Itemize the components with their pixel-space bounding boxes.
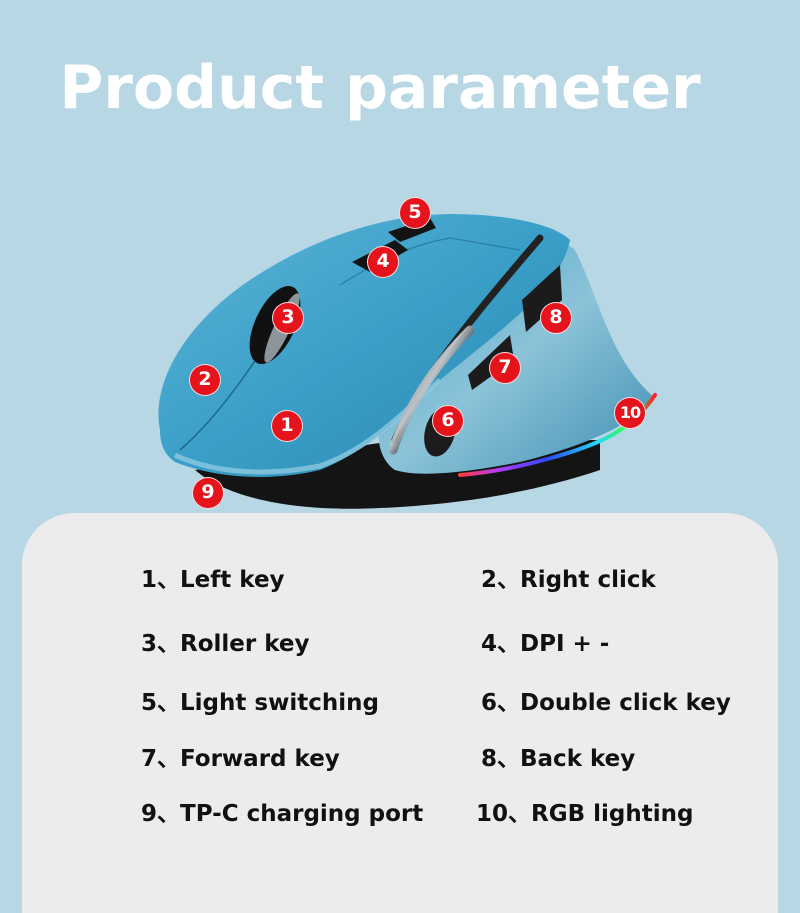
param-rgb-lighting: 10、RGB lighting: [476, 801, 694, 827]
product-image: 1 2 3 4 5 6 7 8 9 10: [158, 197, 657, 509]
param-roller-key: 3、Roller key: [141, 631, 310, 657]
param-back-key: 8、Back key: [481, 746, 636, 772]
badge-7: 7: [489, 352, 521, 384]
param-left-key: 1、Left key: [141, 567, 285, 593]
badge-1: 1: [271, 410, 303, 442]
badge-2: 2: [189, 364, 221, 396]
badge-9: 9: [192, 477, 224, 509]
mouse-illustration: [158, 214, 657, 509]
param-forward-key: 7、Forward key: [141, 746, 340, 772]
badge-5: 5: [399, 197, 431, 229]
badge-4: 4: [367, 246, 399, 278]
badge-6: 6: [432, 405, 464, 437]
parameter-card: [22, 513, 778, 913]
badge-8: 8: [540, 302, 572, 334]
badge-10: 10: [614, 397, 646, 429]
badge-3: 3: [272, 302, 304, 334]
param-double-click-key: 6、Double click key: [481, 690, 731, 716]
param-right-click: 2、Right click: [481, 567, 656, 593]
back-button-shape: [522, 265, 562, 332]
param-dpi: 4、DPI + -: [481, 631, 610, 657]
page-title: Product parameter: [59, 53, 701, 123]
param-light-switching: 5、Light switching: [141, 690, 379, 716]
mouse-top-shell: [158, 214, 570, 477]
param-charging-port: 9、TP-C charging port: [141, 801, 424, 827]
